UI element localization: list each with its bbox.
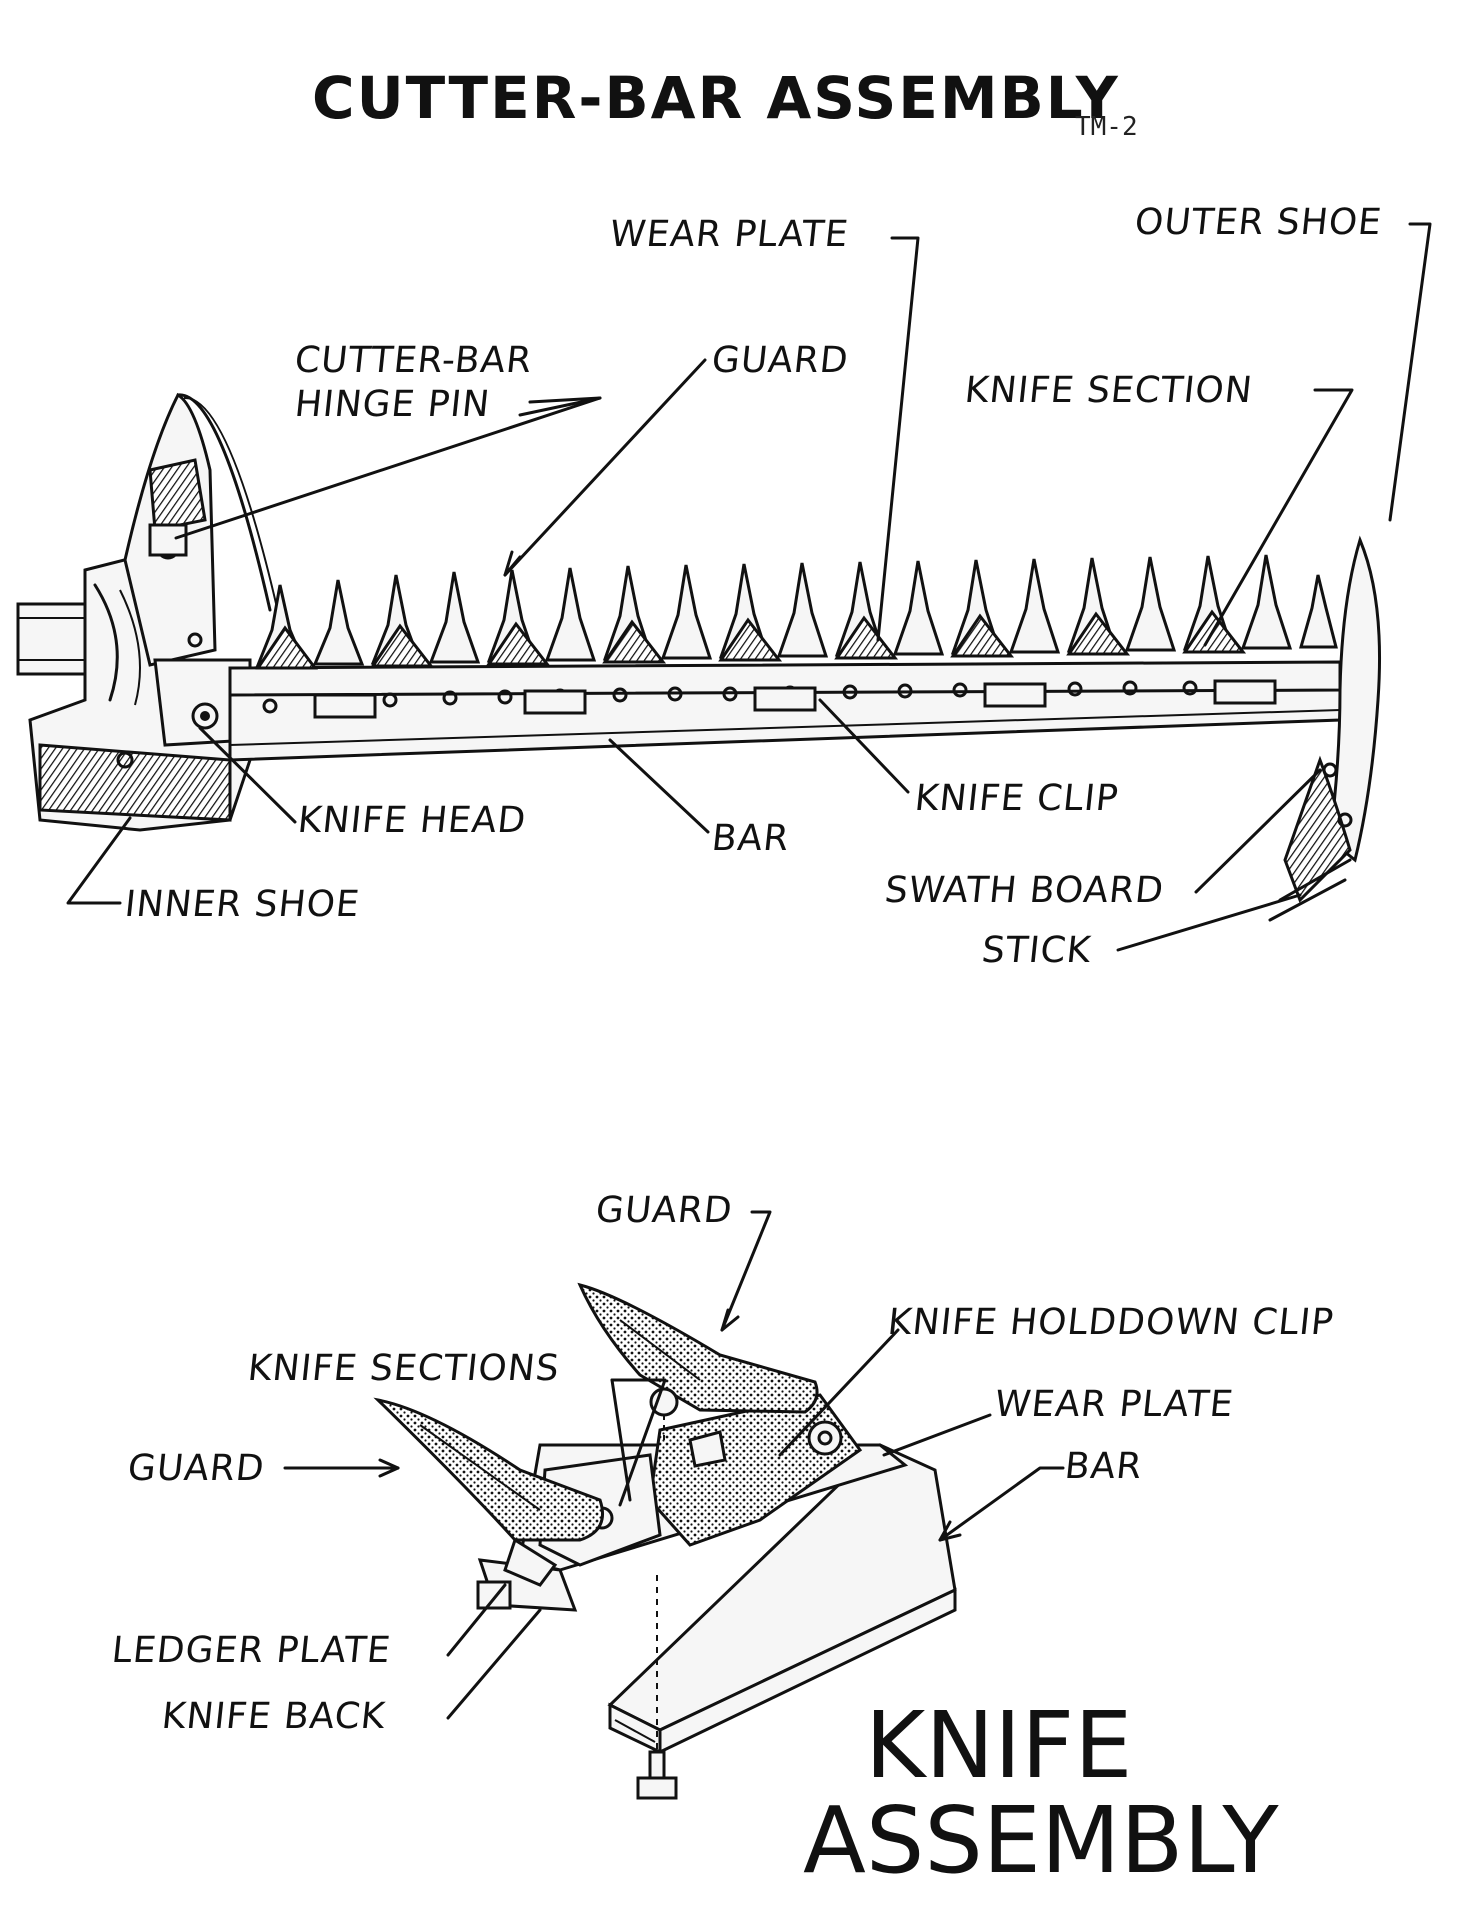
knife-assembly-illustration [283, 1210, 1065, 1800]
label-stick: STICK [979, 930, 1094, 971]
label-outer-shoe: OUTER SHOE [1132, 202, 1385, 243]
cutter-bar-body [228, 660, 1342, 762]
knife-assembly-title-line2: ASSEMBLY [803, 1787, 1279, 1894]
label-inner-shoe: INNER SHOE [122, 884, 362, 925]
label-swath-board: SWATH BOARD [882, 870, 1167, 911]
page-code: TM-2 [1075, 112, 1138, 142]
outer-shoe [1268, 535, 1382, 922]
drive-shaft [16, 602, 90, 676]
top-guard-shape [577, 1282, 819, 1440]
label-hinge-pin-line1: CUTTER-BAR [292, 340, 535, 381]
knife-assembly-leaders [283, 1210, 1065, 1720]
label-knife-section: KNIFE SECTION [962, 370, 1255, 411]
knife-assembly-title-line1: KNIFE [865, 1692, 1133, 1799]
label-knife-clip: KNIFE CLIP [912, 778, 1121, 819]
label-ka-guard-top: GUARD [593, 1190, 735, 1231]
label-ka-wear-plate: WEAR PLATE [992, 1384, 1236, 1425]
label-ka-ledger-plate: LEDGER PLATE [109, 1630, 393, 1671]
guard-teeth [255, 554, 1338, 667]
cutter-bar-leaders [66, 222, 1432, 952]
label-hinge-pin-line2: HINGE PIN [292, 384, 493, 425]
knife-head-block [153, 632, 252, 747]
hinge-tower [123, 392, 279, 667]
left-guard-shape [373, 1397, 604, 1587]
label-knife-head: KNIFE HEAD [295, 800, 529, 841]
label-ka-knife-sections: KNIFE SECTIONS [245, 1348, 562, 1389]
page-title: CUTTER-BAR ASSEMBLY [312, 64, 1120, 132]
holddown-clip-shape [648, 1393, 863, 1547]
knife-bar-block [607, 1443, 957, 1800]
knife-clips [313, 679, 1277, 719]
label-ka-holddown-clip: KNIFE HOLDDOWN CLIP [885, 1302, 1336, 1343]
label-ka-bar: BAR [1062, 1446, 1145, 1487]
cutter-bar-illustration [16, 222, 1432, 952]
label-wear-plate: WEAR PLATE [607, 214, 851, 255]
label-guard: GUARD [709, 340, 851, 381]
label-bar: BAR [709, 818, 792, 859]
label-ka-knife-back: KNIFE BACK [159, 1696, 388, 1737]
label-ka-guard-left: GUARD [125, 1448, 267, 1489]
